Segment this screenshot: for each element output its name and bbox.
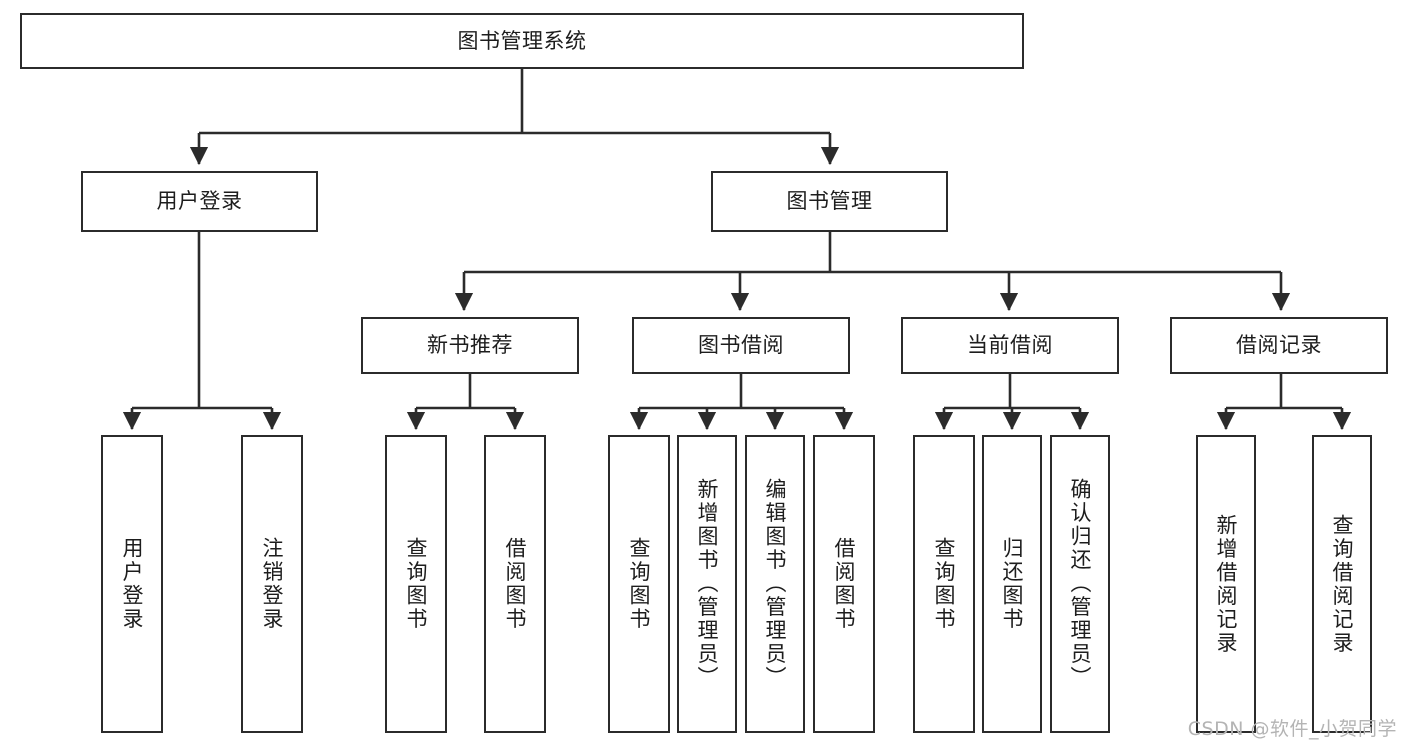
- node-borrow-record[interactable]: 借阅记录: [1170, 317, 1388, 374]
- node-leaf-confirm-return-label: 确认归还（管理员）: [1068, 478, 1093, 690]
- node-leaf-borrow-book-label: 借阅图书: [832, 537, 857, 631]
- node-root[interactable]: 图书管理系统: [20, 13, 1024, 69]
- node-book-management[interactable]: 图书管理: [711, 171, 948, 232]
- node-book-management-label: 图书管理: [786, 189, 873, 214]
- node-leaf-add-borrow-record-label: 新增借阅记录: [1214, 513, 1239, 655]
- node-leaf-confirm-return[interactable]: 确认归还（管理员）: [1050, 435, 1110, 733]
- watermark: CSDN @软件_小贺同学: [1187, 718, 1397, 740]
- node-leaf-borrow-book-recommend[interactable]: 借阅图书: [484, 435, 546, 733]
- node-leaf-add-borrow-record[interactable]: 新增借阅记录: [1196, 435, 1256, 733]
- node-leaf-edit-book-label: 编辑图书（管理员）: [763, 478, 788, 690]
- node-leaf-query-book-current[interactable]: 查询图书: [913, 435, 975, 733]
- node-leaf-add-book-label: 新增图书（管理员）: [695, 478, 720, 690]
- node-current-borrow-label: 当前借阅: [967, 333, 1053, 358]
- node-leaf-edit-book[interactable]: 编辑图书（管理员）: [745, 435, 805, 733]
- node-book-borrow[interactable]: 图书借阅: [632, 317, 850, 374]
- node-leaf-query-book-recommend[interactable]: 查询图书: [385, 435, 447, 733]
- node-book-borrow-label: 图书借阅: [698, 333, 784, 358]
- node-leaf-logout-label: 注销登录: [260, 537, 285, 631]
- node-leaf-query-book-borrow-label: 查询图书: [627, 537, 652, 631]
- node-leaf-return-book[interactable]: 归还图书: [982, 435, 1042, 733]
- node-root-label: 图书管理系统: [457, 28, 587, 53]
- node-leaf-borrow-book-recommend-label: 借阅图书: [503, 537, 528, 631]
- node-leaf-query-borrow-record[interactable]: 查询借阅记录: [1312, 435, 1372, 733]
- node-leaf-logout[interactable]: 注销登录: [241, 435, 303, 733]
- node-borrow-record-label: 借阅记录: [1236, 333, 1322, 358]
- node-leaf-return-book-label: 归还图书: [1000, 537, 1025, 631]
- node-leaf-query-book-current-label: 查询图书: [932, 537, 957, 631]
- node-leaf-query-borrow-record-label: 查询借阅记录: [1330, 513, 1355, 655]
- node-user-login-label: 用户登录: [156, 189, 243, 214]
- node-leaf-borrow-book[interactable]: 借阅图书: [813, 435, 875, 733]
- node-current-borrow[interactable]: 当前借阅: [901, 317, 1119, 374]
- node-leaf-user-login-label: 用户登录: [120, 537, 145, 631]
- node-leaf-query-book-recommend-label: 查询图书: [404, 537, 429, 631]
- node-leaf-query-book-borrow[interactable]: 查询图书: [608, 435, 670, 733]
- node-leaf-add-book[interactable]: 新增图书（管理员）: [677, 435, 737, 733]
- node-user-login[interactable]: 用户登录: [81, 171, 318, 232]
- node-new-book-recommend[interactable]: 新书推荐: [361, 317, 579, 374]
- node-new-book-recommend-label: 新书推荐: [427, 333, 513, 358]
- node-leaf-user-login[interactable]: 用户登录: [101, 435, 163, 733]
